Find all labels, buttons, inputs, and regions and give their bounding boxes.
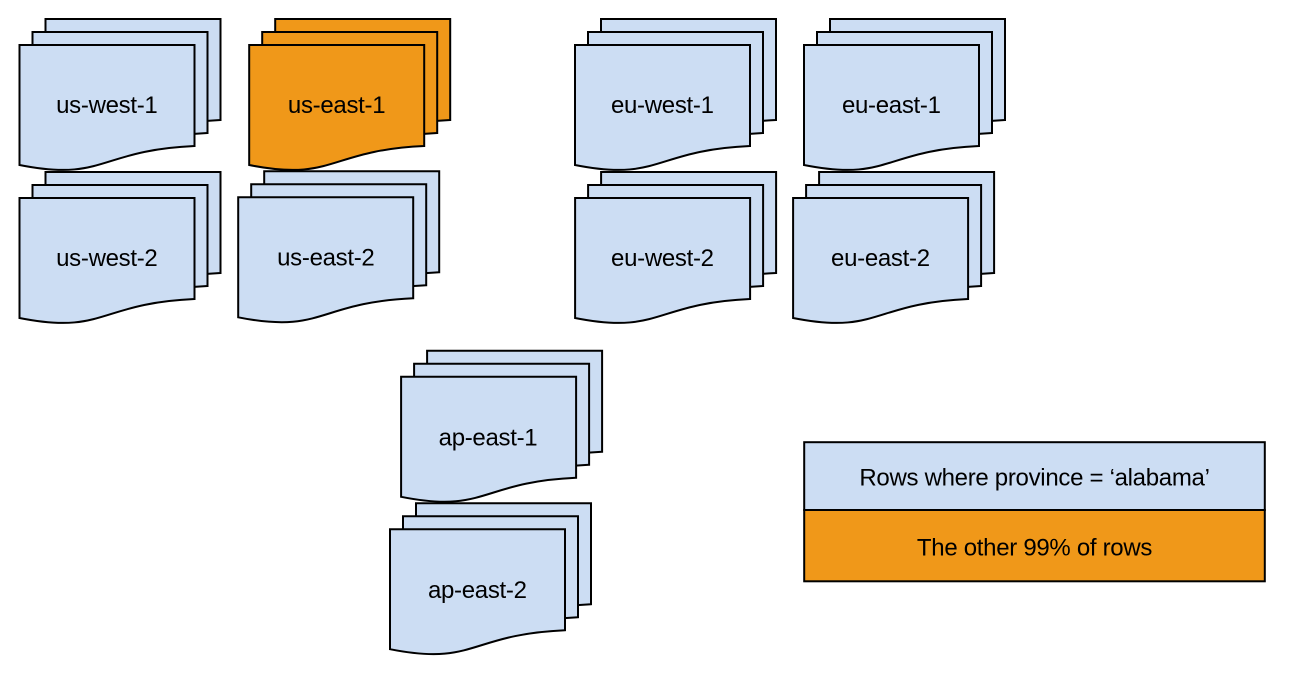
svg-text:eu-east-2: eu-east-2	[831, 245, 930, 272]
svg-text:us-west-1: us-west-1	[56, 92, 157, 119]
svg-text:eu-west-2: eu-west-2	[611, 245, 714, 272]
svg-text:us-west-2: us-west-2	[56, 245, 157, 272]
svg-text:Rows where province = ‘alabama: Rows where province = ‘alabama’	[859, 465, 1209, 492]
svg-text:eu-east-1: eu-east-1	[842, 92, 941, 119]
svg-text:eu-west-1: eu-west-1	[611, 92, 714, 119]
svg-text:ap-east-2: ap-east-2	[428, 577, 527, 604]
svg-text:ap-east-1: ap-east-1	[439, 425, 538, 452]
svg-text:us-east-1: us-east-1	[288, 92, 385, 119]
svg-text:us-east-2: us-east-2	[277, 245, 374, 272]
svg-text:The other 99% of rows: The other 99% of rows	[917, 534, 1152, 561]
